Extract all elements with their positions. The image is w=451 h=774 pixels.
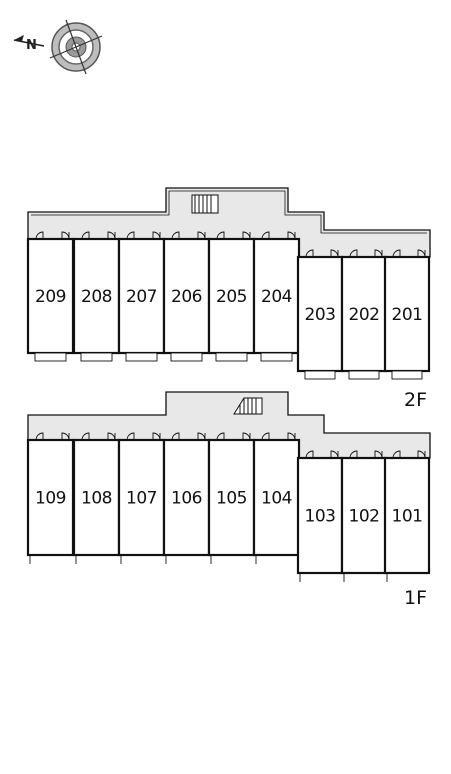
unit-207: 207 <box>117 231 166 362</box>
unit-outline <box>26 438 75 557</box>
unit-outline <box>26 237 75 355</box>
unit-outline <box>383 255 431 373</box>
door-icon <box>216 231 225 240</box>
stairs-2f <box>191 194 219 214</box>
unit-202: 202 <box>340 249 388 380</box>
door-icon <box>392 249 401 258</box>
unit-number-207: 207 <box>126 287 157 307</box>
unit-number-107: 107 <box>126 489 157 509</box>
unit-108: 108 <box>72 432 121 564</box>
unit-number-101: 101 <box>392 507 423 527</box>
unit-205: 205 <box>207 231 256 362</box>
unit-outline <box>207 237 256 355</box>
stairs-1f <box>233 397 263 415</box>
door-icon <box>261 231 270 240</box>
floor-2f: 209 208 207 206 205 204 203 202 201 2F <box>26 187 431 411</box>
unit-outline <box>72 438 121 557</box>
unit-208: 208 <box>72 231 121 362</box>
unit-outline <box>207 438 256 557</box>
door-icon <box>349 249 358 258</box>
door-icon <box>305 249 314 258</box>
unit-204: 204 <box>252 231 301 362</box>
balcony <box>348 370 380 380</box>
unit-outline <box>162 438 211 557</box>
unit-104: 104 <box>252 432 301 564</box>
door-icon <box>126 432 135 441</box>
door-icon <box>261 432 270 441</box>
floor-label-2f: 2F <box>404 389 427 411</box>
door-icon <box>171 432 180 441</box>
balcony <box>304 370 336 380</box>
unit-number-201: 201 <box>392 305 423 325</box>
unit-outline <box>72 237 121 355</box>
unit-outline <box>296 456 344 575</box>
compass-north-label: N <box>26 38 37 53</box>
unit-number-108: 108 <box>81 489 112 509</box>
unit-number-103: 103 <box>305 507 336 527</box>
unit-outline <box>117 438 166 557</box>
balcony <box>80 352 113 362</box>
unit-103: 103 <box>296 450 344 582</box>
unit-number-203: 203 <box>305 305 336 325</box>
unit-209: 209 <box>26 231 75 362</box>
unit-number-106: 106 <box>171 489 202 509</box>
balcony <box>125 352 158 362</box>
unit-number-204: 204 <box>261 287 292 307</box>
unit-number-205: 205 <box>216 287 247 307</box>
unit-101: 101 <box>383 450 431 582</box>
balcony <box>260 352 293 362</box>
floor-label-1f: 1F <box>404 587 427 609</box>
balcony <box>215 352 248 362</box>
compass-rose-icon: N <box>13 19 103 75</box>
unit-number-208: 208 <box>81 287 112 307</box>
unit-number-109: 109 <box>35 489 66 509</box>
unit-number-202: 202 <box>349 305 380 325</box>
door-icon <box>35 231 44 240</box>
unit-outline <box>117 237 166 355</box>
unit-outline <box>162 237 211 355</box>
door-icon <box>126 231 135 240</box>
unit-109: 109 <box>26 432 75 564</box>
unit-201: 201 <box>383 249 431 380</box>
unit-102: 102 <box>340 450 388 582</box>
unit-number-102: 102 <box>349 507 380 527</box>
unit-outline <box>383 456 431 575</box>
door-icon <box>216 432 225 441</box>
unit-107: 107 <box>117 432 166 564</box>
door-icon <box>171 231 180 240</box>
unit-number-209: 209 <box>35 287 66 307</box>
balcony <box>391 370 423 380</box>
door-icon <box>81 432 90 441</box>
door-icon <box>35 432 44 441</box>
floor-1f: 109 108 107 106 105 104 103 102 101 1F <box>26 391 431 609</box>
unit-106: 106 <box>162 432 211 564</box>
unit-105: 105 <box>207 432 256 564</box>
door-icon <box>305 450 314 459</box>
unit-203: 203 <box>296 249 344 380</box>
balcony <box>170 352 203 362</box>
door-icon <box>392 450 401 459</box>
unit-number-105: 105 <box>216 489 247 509</box>
door-icon <box>349 450 358 459</box>
door-icon <box>81 231 90 240</box>
unit-number-104: 104 <box>261 489 292 509</box>
unit-206: 206 <box>162 231 211 362</box>
unit-number-206: 206 <box>171 287 202 307</box>
balcony <box>34 352 67 362</box>
